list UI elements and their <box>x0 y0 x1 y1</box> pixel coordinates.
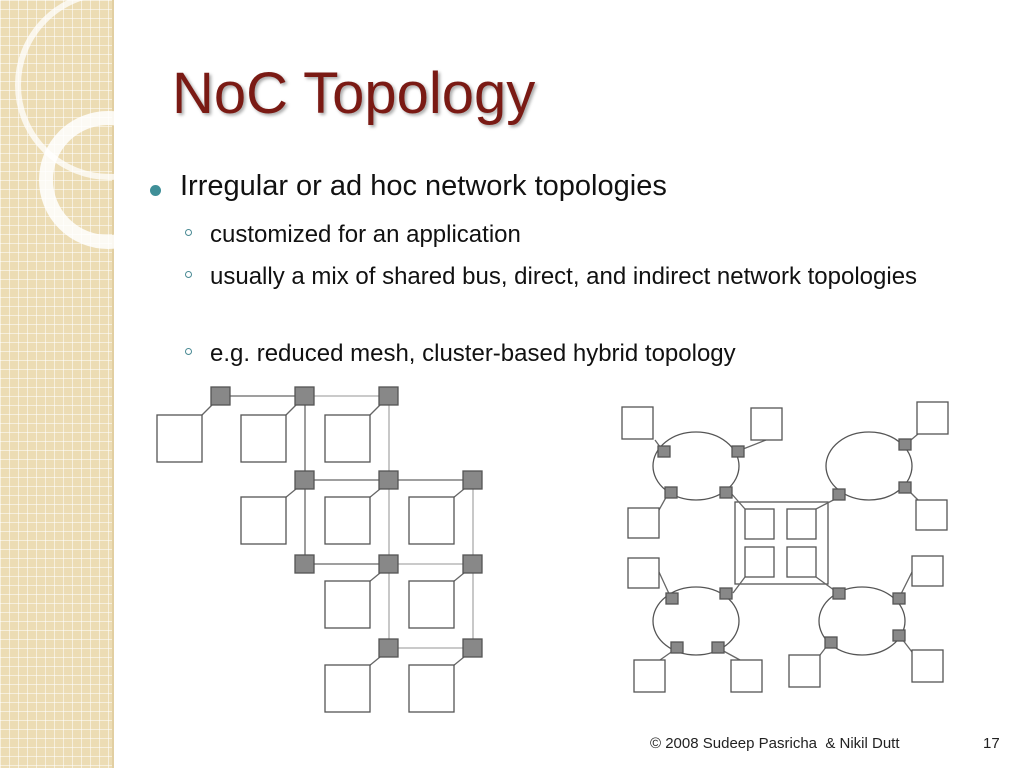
slide-title: NoC Topology <box>172 61 536 126</box>
footer-copyright: © 2008 Sudeep Pasricha & Nikil Dutt <box>650 735 900 752</box>
subbullet-text: e.g. reduced mesh, cluster-based hybrid … <box>210 340 736 367</box>
subbullet-text: customized for an application <box>210 221 521 248</box>
decorative-rings <box>15 0 140 249</box>
subbullet-text: usually a mix of shared bus, direct, and… <box>210 263 918 290</box>
cluster-hybrid-diagram <box>621 401 949 693</box>
bullet-text: Irregular or ad hoc network topologies <box>180 170 667 202</box>
subbullet-ring-icon <box>185 348 192 355</box>
reduced-mesh-diagram <box>156 386 483 713</box>
decorative-sidebar <box>0 0 114 768</box>
subbullet-ring-icon <box>185 229 192 236</box>
bullet-dot-icon <box>150 185 161 196</box>
subbullet-ring-icon <box>185 271 192 278</box>
page-number: 17 <box>983 735 1000 752</box>
